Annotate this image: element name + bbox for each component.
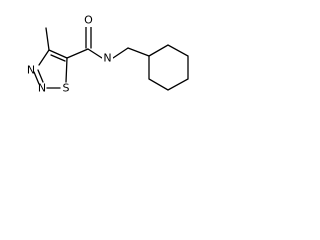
- bond-c4-c5-double: [50, 54, 66, 62]
- bond-s-c5: [65, 57, 68, 83]
- bond-c4-c5: [48, 49, 68, 59]
- bond-n-ch2: [112, 47, 129, 59]
- atom-nitrogen-3: N: [38, 82, 46, 95]
- atom-labels: O N N N S: [27, 14, 113, 95]
- cyclohexane-ring: [148, 44, 189, 91]
- atom-amide-nitrogen: N: [103, 52, 111, 65]
- bond-carbonyl-n: [87, 48, 103, 59]
- bond-ch2-cyclohexyl: [127, 47, 150, 57]
- bond-c4-n4: [38, 49, 50, 66]
- bond-c4-methyl: [45, 27, 50, 51]
- bond-n4-n3-double: [33, 71, 40, 85]
- atom-sulfur: S: [63, 82, 70, 95]
- atom-nitrogen-4: N: [27, 64, 35, 77]
- atom-oxygen: O: [84, 14, 93, 27]
- bond-c5-carbonyl: [66, 48, 89, 59]
- carboxamide-group: [66, 26, 150, 59]
- thiadiazole-ring: [33, 49, 68, 89]
- molecule-structure: O N N N S: [27, 14, 189, 95]
- bond-n4-n3: [37, 69, 44, 83]
